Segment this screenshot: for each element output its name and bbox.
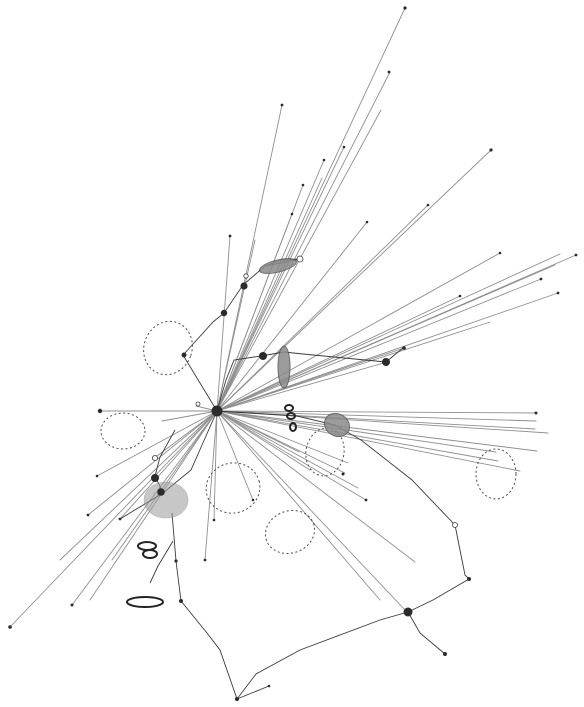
node-10: [489, 148, 492, 151]
node-11: [281, 104, 284, 107]
node-25: [87, 514, 90, 517]
node-30: [402, 346, 406, 350]
node-41: [96, 475, 99, 478]
node-20: [174, 559, 177, 562]
edge-20: [217, 296, 460, 411]
node-12: [98, 409, 102, 413]
edge-12: [217, 205, 428, 411]
dashed-loop-5: [476, 449, 516, 499]
open-node-1: [152, 455, 157, 460]
edge-4: [217, 160, 324, 411]
edge-5: [217, 178, 322, 411]
node-40: [459, 295, 462, 298]
node-1: [240, 282, 247, 289]
edge-16: [217, 265, 555, 411]
node-clusters: [144, 256, 354, 518]
node-35: [302, 184, 305, 187]
edge-0: [217, 8, 405, 411]
node-3: [182, 353, 187, 358]
edge-55: [217, 411, 415, 562]
node-38: [366, 221, 369, 224]
node-29: [540, 278, 543, 281]
chain-5: [237, 579, 469, 699]
chain-11: [150, 541, 173, 583]
node-43: [268, 685, 271, 688]
edge-54: [217, 411, 380, 600]
node-0: [212, 406, 223, 417]
ring-2: [143, 550, 157, 558]
node-17: [71, 604, 74, 607]
node-27: [575, 254, 578, 257]
node-31: [229, 235, 232, 238]
open-node-3: [244, 274, 248, 278]
node-37: [427, 204, 430, 207]
open-node-4: [196, 402, 200, 406]
nodes: [8, 6, 577, 701]
dashed-loop-1: [101, 413, 145, 449]
cluster-2: [320, 409, 354, 441]
edge-51: [10, 411, 217, 627]
edge-52: [60, 411, 217, 560]
node-28: [557, 292, 560, 295]
node-21: [342, 473, 345, 476]
ring-3: [285, 405, 293, 411]
node-26: [119, 518, 122, 521]
edge-29: [217, 411, 537, 451]
cluster-3: [144, 482, 188, 518]
edge-22: [217, 348, 404, 411]
node-8: [157, 488, 165, 496]
node-4: [259, 352, 267, 360]
cluster-1: [278, 346, 290, 388]
node-18: [8, 625, 12, 629]
node-6: [404, 608, 413, 617]
dashed-loop-0: [136, 314, 200, 381]
node-14: [467, 577, 471, 581]
node-15: [443, 652, 447, 656]
edge-49: [72, 411, 217, 605]
node-24: [204, 559, 207, 562]
ring-1: [138, 542, 156, 550]
node-34: [323, 159, 326, 162]
node-39: [499, 252, 502, 255]
edge-53: [217, 411, 406, 611]
node-2: [221, 310, 227, 316]
node-23: [252, 499, 255, 502]
node-16: [235, 697, 239, 701]
ring-0: [127, 597, 163, 607]
dashed-loop-3: [259, 504, 320, 561]
node-36: [291, 213, 294, 216]
node-42: [213, 519, 216, 522]
edge-45: [97, 411, 217, 476]
radial-edges: [10, 8, 576, 627]
chain-7: [408, 612, 445, 654]
chain-1: [183, 355, 217, 411]
open-node-2: [453, 523, 458, 528]
dashed-loop-2: [200, 457, 265, 519]
node-13: [535, 412, 538, 415]
chain-0: [184, 259, 300, 354]
chain-8: [172, 513, 237, 699]
node-32: [388, 71, 391, 74]
node-33: [343, 146, 346, 149]
edge-15: [217, 254, 560, 411]
edge-18: [217, 279, 541, 411]
node-5: [382, 358, 390, 366]
node-7: [151, 474, 159, 482]
open-node-0: [297, 256, 303, 262]
node-19: [179, 599, 183, 603]
node-22: [365, 499, 368, 502]
node-9: [403, 6, 406, 9]
